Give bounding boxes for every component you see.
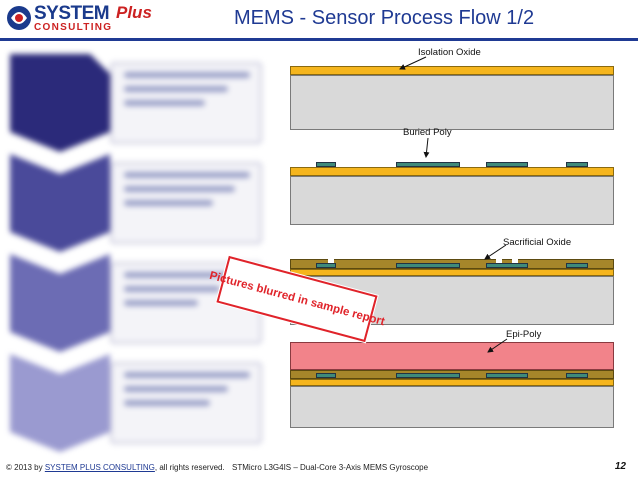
flow-step-box-2: [110, 162, 262, 244]
logo-emblem-icon: [7, 6, 31, 30]
buried-poly-pad: [566, 263, 588, 268]
buried-poly-pad: [486, 373, 528, 378]
flow-step-box-4: [110, 362, 262, 444]
isolation-oxide-layer: [290, 269, 614, 276]
anchor-opening: [512, 259, 518, 264]
buried-poly-pad: [566, 373, 588, 378]
buried-poly-pad: [316, 373, 336, 378]
flow-step-chevron-1: [10, 54, 110, 152]
flow-step-chevron-2: [10, 154, 110, 252]
slide-title: MEMS - Sensor Process Flow 1/2: [234, 7, 535, 29]
substrate-layer: [290, 75, 614, 130]
label-sacrificial-oxide: Sacrificial Oxide: [503, 237, 572, 248]
flow-step-chevron-4: [10, 354, 110, 452]
footer-copyright: © 2013 by SYSTEM PLUS CONSULTING, all ri…: [6, 463, 225, 472]
isolation-oxide-layer: [290, 379, 614, 386]
buried-poly-pad: [396, 263, 460, 268]
cross-section-isolation-oxide: [290, 60, 614, 130]
epi-poly-layer: [290, 342, 614, 370]
buried-poly-pad: [316, 162, 336, 167]
cross-section-buried-poly: [290, 155, 614, 225]
company-logo: SYSTEM Plus CONSULTING: [4, 2, 154, 36]
buried-poly-pad: [486, 263, 528, 268]
label-buried-poly: Buried Poly: [403, 127, 452, 138]
buried-poly-pad: [566, 162, 588, 167]
anchor-opening: [496, 259, 502, 264]
company-link[interactable]: SYSTEM PLUS CONSULTING: [44, 463, 155, 472]
buried-poly-pad: [396, 373, 460, 378]
footer-device-name: STMicro L3G4IS – Dual-Core 3-Axis MEMS G…: [232, 463, 429, 472]
isolation-oxide-layer: [290, 167, 614, 176]
anchor-opening: [328, 259, 334, 264]
logo-consulting-text: CONSULTING: [34, 22, 113, 33]
copyright-prefix: © 2013 by: [6, 463, 45, 472]
title-divider: [0, 38, 638, 41]
buried-poly-pad: [396, 162, 460, 167]
buried-poly-pad: [316, 263, 336, 268]
isolation-oxide-layer: [290, 66, 614, 75]
label-isolation-oxide: Isolation Oxide: [418, 47, 481, 58]
flow-step-box-1: [110, 62, 262, 144]
buried-poly-pad: [486, 162, 528, 167]
logo-plus-text: Plus: [116, 3, 152, 22]
flow-step-chevron-3: [10, 254, 110, 352]
label-epi-poly: Epi-Poly: [506, 329, 542, 340]
cross-section-epi-poly: [290, 340, 614, 428]
page-number: 12: [614, 461, 626, 472]
logo-system-text: SYSTEM: [34, 3, 110, 24]
substrate-layer: [290, 386, 614, 428]
substrate-layer: [290, 176, 614, 225]
copyright-suffix: , all rights reserved.: [154, 463, 225, 472]
blurred-process-flow: [10, 54, 275, 454]
